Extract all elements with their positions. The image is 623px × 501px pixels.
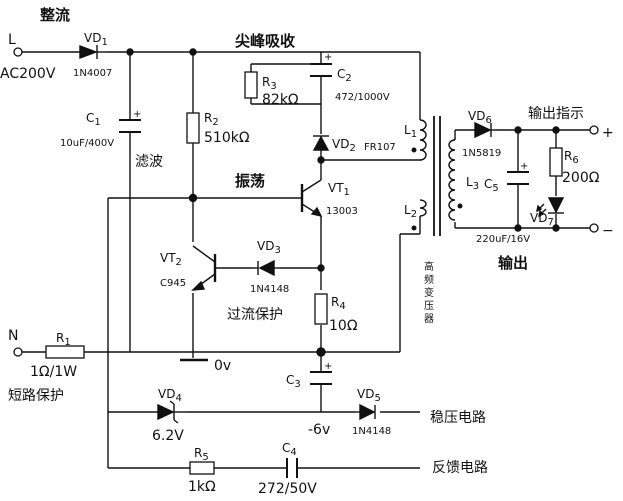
vd2-value: FR107	[364, 142, 396, 153]
label-regulator: 稳压电路	[430, 410, 486, 426]
output-plus-terminal	[589, 125, 599, 135]
l1-ref: L1	[404, 123, 417, 140]
diode-vd3-symbol	[253, 259, 280, 277]
c5-value: 220uF/16V	[476, 234, 530, 245]
label-short-protect: 短路保护	[8, 388, 64, 404]
r1-value: 1Ω/1W	[30, 364, 77, 380]
net-neg6v-label: -6v	[308, 422, 330, 438]
diode-vd5-symbol	[355, 403, 376, 421]
output-minus-label: −	[602, 223, 614, 239]
c3-ref: C3	[286, 373, 301, 390]
transistor-vt1-symbol	[300, 179, 323, 218]
label-rectify: 整流	[40, 6, 70, 24]
net-0v-label: 0v	[214, 358, 231, 374]
r3-ref: R3	[262, 75, 277, 92]
c2-ref: C2	[337, 67, 352, 84]
c5-polarity: +	[520, 161, 528, 172]
input-l-terminal	[13, 47, 23, 57]
vd4-ref: VD4	[158, 387, 182, 404]
label-filter: 滤波	[135, 154, 163, 170]
input-n-terminal	[13, 347, 23, 357]
label-oscillation: 振荡	[235, 172, 265, 190]
vd4-value: 6.2V	[152, 428, 184, 444]
resistor-r5-symbol	[189, 461, 215, 475]
vd6-value: 1N5819	[462, 148, 501, 159]
r5-ref: R5	[194, 446, 209, 463]
diode-vd1-symbol	[79, 44, 106, 60]
transformer-label: 高 频 变 压 器	[424, 260, 434, 325]
capacitor-c5-symbol	[507, 171, 529, 185]
r4-value: 10Ω	[329, 318, 358, 334]
c1-polarity: +	[133, 109, 141, 120]
c1-value: 10uF/400V	[60, 138, 114, 149]
capacitor-c1-symbol	[119, 119, 141, 133]
vt2-value: C945	[160, 278, 186, 289]
r6-value: 200Ω	[562, 170, 600, 186]
vd3-value: 1N4148	[250, 284, 289, 295]
led-vd7-symbol	[536, 197, 565, 218]
c3-polarity: +	[324, 361, 332, 372]
vd5-value: 1N4148	[352, 426, 391, 437]
ground-0v-symbol	[180, 352, 208, 362]
c2-value: 472/1000V	[335, 92, 390, 103]
transformer-symbol	[411, 116, 463, 236]
vd2-ref: VD2	[332, 137, 356, 154]
r2-ref: R2	[204, 111, 219, 128]
l3-ref: L3	[466, 175, 479, 192]
diode-vd2-symbol	[312, 135, 330, 151]
r2-value: 510kΩ	[204, 130, 250, 146]
c5-ref: C5	[484, 177, 499, 194]
label-output: 输出	[498, 254, 528, 272]
svg-text:变: 变	[424, 286, 434, 299]
vd7-ref: VD7	[530, 211, 554, 228]
label-feedback: 反馈电路	[432, 460, 488, 476]
r4-ref: R4	[331, 295, 346, 312]
output-plus-label: +	[602, 125, 614, 141]
l2-ref: L2	[404, 203, 417, 220]
wiring	[22, 51, 590, 469]
vt1-value: 13003	[326, 206, 358, 217]
label-snubber: 尖峰吸收	[235, 32, 295, 50]
c4-value: 272/50V	[258, 481, 317, 497]
resistor-r2-symbol	[186, 112, 200, 144]
output-minus-terminal	[589, 223, 599, 233]
diode-vd6-symbol	[474, 121, 497, 139]
resistor-r6-symbol	[549, 147, 563, 177]
svg-text:压: 压	[424, 300, 434, 312]
ac-voltage-label: AC200V	[0, 66, 56, 82]
transistor-vt2-symbol	[191, 245, 217, 291]
vd5-ref: VD5	[357, 387, 381, 404]
resistor-r1-symbol	[45, 345, 85, 359]
resistor-r3-symbol	[244, 71, 258, 99]
terminal-l-label: L	[8, 32, 16, 48]
r5-value: 1kΩ	[188, 479, 216, 495]
vd1-value: 1N4007	[73, 68, 112, 79]
vt2-ref: VT2	[160, 251, 182, 268]
junction-dots	[126, 48, 560, 357]
svg-text:频: 频	[424, 273, 434, 286]
vd3-ref: VD3	[257, 239, 281, 256]
r1-ref: R1	[56, 331, 71, 348]
zener-vd4-symbol	[157, 400, 186, 424]
vt1-ref: VT1	[328, 181, 350, 198]
capacitor-c4-symbol	[286, 458, 298, 478]
resistor-r4-symbol	[314, 293, 328, 325]
label-output-indicator: 输出指示	[528, 106, 584, 122]
c2-polarity: +	[324, 52, 332, 63]
capacitor-c3-symbol	[310, 371, 332, 385]
label-overcurrent: 过流保护	[227, 307, 283, 323]
capacitor-c2-symbol	[310, 63, 332, 77]
c1-ref: C1	[86, 111, 101, 128]
terminal-n-label: N	[8, 328, 18, 344]
vd6-ref: VD6	[468, 109, 492, 126]
c4-ref: C4	[282, 441, 297, 458]
r3-value: 82kΩ	[262, 92, 299, 108]
svg-text:器: 器	[424, 313, 434, 325]
vd1-ref: VD1	[84, 31, 108, 48]
r6-ref: R6	[564, 149, 579, 166]
svg-text:高: 高	[424, 260, 434, 273]
